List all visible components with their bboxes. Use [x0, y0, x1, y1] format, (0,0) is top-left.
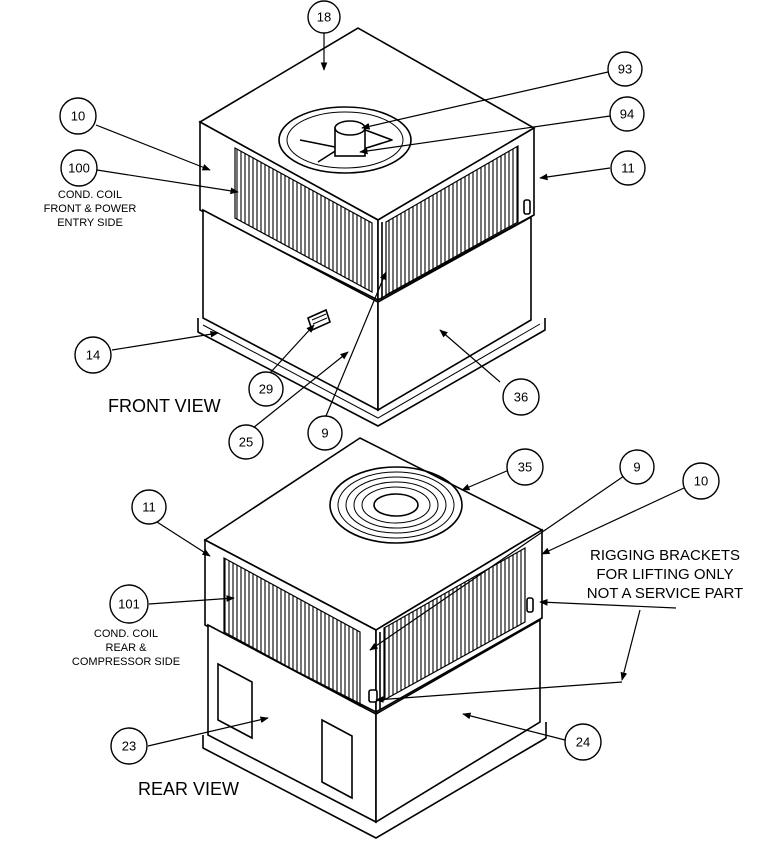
leader-rigging-lower: [375, 681, 623, 703]
leader-10-front: [95, 124, 211, 171]
leader-rigging-upper: [539, 598, 677, 609]
svg-text:14: 14: [86, 348, 100, 363]
leader-24: [462, 712, 566, 741]
rear-access-opening-left: [217, 662, 253, 740]
callout-94: 94: [609, 96, 645, 132]
rear-view-title: REAR VIEW: [138, 779, 239, 799]
svg-text:10: 10: [71, 109, 85, 124]
leader-94: [359, 115, 611, 155]
leader-10-rear: [541, 487, 685, 555]
front-coil-note-line-2: FRONT & POWER: [44, 203, 137, 215]
front-fan-ring: [286, 111, 404, 169]
leader-36: [439, 329, 501, 383]
rear-coil-left: [223, 556, 361, 708]
rear-corner-bracket: [368, 689, 378, 703]
svg-text:11: 11: [142, 500, 156, 515]
svg-text:36: 36: [514, 390, 528, 405]
callout-24: 24: [564, 723, 602, 761]
logo-plate-marks: [311, 313, 328, 325]
svg-text:25: 25: [239, 435, 253, 450]
rear-lower-right-panel: [375, 618, 541, 824]
rear-coil-note-line-2: REAR &: [106, 642, 148, 654]
leader-93: [361, 71, 609, 130]
rear-coil-note-line-3: COMPRESSOR SIDE: [72, 656, 180, 668]
callout-18: 18: [307, 0, 341, 34]
callout-93: 93: [607, 51, 643, 87]
front-base-edge: [202, 323, 541, 419]
leader-23: [147, 716, 269, 747]
front-fan-grille: [278, 106, 412, 174]
callout-23: 23: [110, 727, 148, 765]
callout-9-front: 9: [307, 415, 343, 451]
leader-35: [461, 469, 510, 491]
fan-guard: [329, 466, 463, 544]
callout-36: 36: [502, 378, 540, 416]
svg-text:24: 24: [576, 735, 590, 750]
svg-text:29: 29: [259, 382, 273, 397]
leader-14: [111, 330, 219, 351]
rear-access-opening-right: [321, 718, 353, 800]
front-view-title: FRONT VIEW: [108, 396, 221, 416]
front-unit: [197, 27, 546, 427]
leader-29: [269, 324, 315, 374]
rigging-note-line-1: RIGGING BRACKETS: [590, 547, 740, 564]
front-coil-note-line-3: ENTRY SIDE: [57, 217, 123, 229]
front-base-rail: [197, 318, 546, 427]
front-coil-left: [234, 146, 373, 294]
callout-14: 14: [74, 336, 112, 374]
rear-coil-right: [383, 546, 526, 702]
callout-11-front: 11: [610, 150, 646, 186]
callout-25: 25: [228, 424, 264, 460]
callout-9-rear: 9: [619, 449, 655, 485]
callout-11-rear: 11: [131, 489, 167, 525]
svg-text:18: 18: [317, 10, 331, 25]
leader-rigging-bend: [620, 609, 641, 681]
svg-text:9: 9: [321, 426, 328, 441]
callout-29: 29: [248, 371, 284, 407]
svg-text:93: 93: [618, 62, 632, 77]
svg-text:100: 100: [68, 161, 90, 176]
leader-101: [148, 595, 235, 605]
callout-10-front: 10: [59, 97, 97, 135]
callout-10-rear: 10: [682, 462, 720, 500]
rear-base-rail: [202, 722, 547, 839]
callout-100: 100: [60, 149, 98, 187]
svg-text:23: 23: [122, 739, 136, 754]
leader-11-front: [539, 167, 611, 181]
leader-11-rear: [156, 521, 211, 557]
rear-rigging-bracket: [526, 597, 534, 613]
rigging-note-line-3: NOT A SERVICE PART: [587, 585, 743, 602]
rigging-note-line-2: FOR LIFTING ONLY: [596, 566, 733, 583]
svg-text:9: 9: [633, 460, 640, 475]
callout-35: 35: [506, 448, 544, 486]
leader-25: [252, 351, 349, 429]
leader-9-front: [325, 271, 387, 417]
leader-100: [96, 169, 239, 195]
rear-coil-note-line-1: COND. COIL: [94, 628, 158, 640]
front-lower-right-panel: [377, 215, 532, 412]
svg-text:10: 10: [694, 474, 708, 489]
fan-motor-top: [334, 120, 366, 136]
front-rigging-bracket: [523, 199, 531, 215]
callout-101: 101: [109, 584, 149, 624]
svg-text:35: 35: [518, 460, 532, 475]
leader-9-rear: [369, 475, 625, 651]
svg-text:101: 101: [118, 597, 140, 612]
front-coil-note-line-1: COND. COIL: [58, 189, 122, 201]
front-coil-right: [385, 144, 519, 297]
svg-text:94: 94: [620, 107, 634, 122]
leader-lines: [95, 33, 685, 747]
svg-text:11: 11: [621, 161, 635, 176]
rear-unit: [202, 437, 547, 839]
